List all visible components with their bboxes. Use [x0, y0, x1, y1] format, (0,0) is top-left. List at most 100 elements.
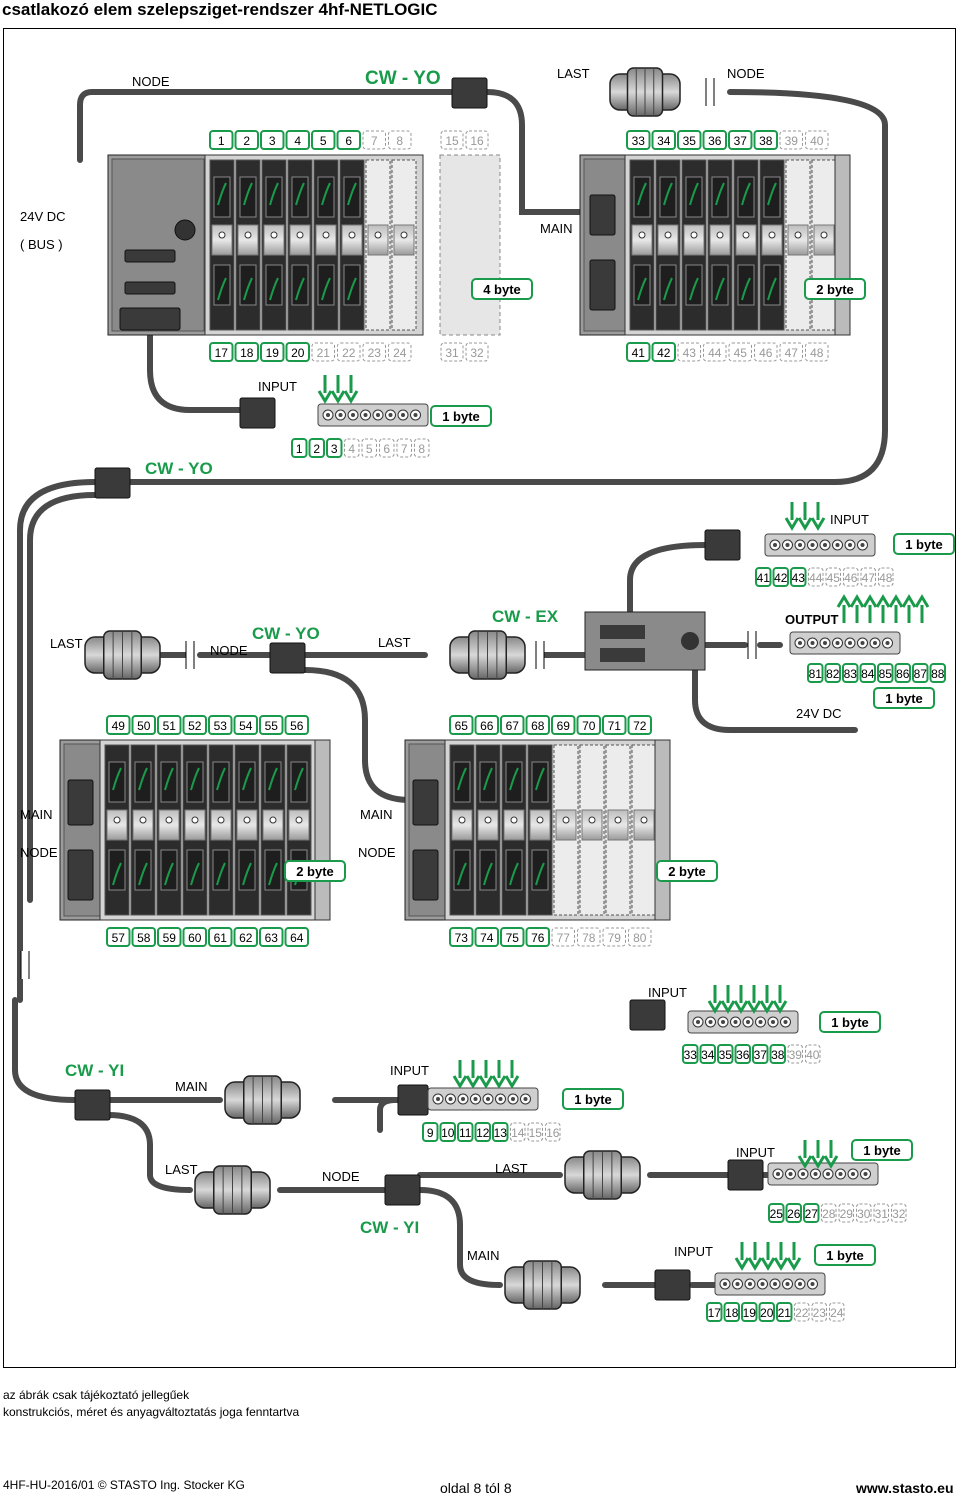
end-plate-3 [314, 739, 331, 921]
cable-18 [377, 1097, 403, 1133]
connector-last-4 [564, 1150, 641, 1200]
cable-1 [147, 317, 248, 413]
byte-tag-5-text: 1 byte [905, 537, 943, 552]
num-4: 4 [294, 134, 301, 148]
num-4: 4 [348, 442, 355, 456]
num-18: 18 [240, 346, 254, 360]
num-22: 22 [342, 346, 356, 360]
label-input-5: INPUT [736, 1145, 775, 1160]
label-input-3: INPUT [648, 985, 687, 1000]
num-44: 44 [708, 346, 722, 360]
tee-input-5 [654, 1269, 691, 1301]
num-43: 43 [683, 346, 697, 360]
num-26: 26 [787, 1207, 801, 1221]
label-main-2: MAIN [20, 807, 53, 822]
label-cw-yo-3: CW - YO [252, 624, 320, 643]
port-bus-in [124, 249, 176, 263]
byte-tag-9-text: 1 byte [831, 1015, 869, 1030]
connector-main-1 [224, 1075, 301, 1125]
num-44: 44 [809, 571, 823, 585]
num-70: 70 [582, 719, 596, 733]
byte-tag-2: 2 byte [804, 278, 866, 300]
connector-last-2 [449, 630, 526, 680]
num-8: 8 [396, 134, 403, 148]
num-76: 76 [531, 931, 545, 945]
byte-tag-11: 1 byte [851, 1139, 913, 1161]
num-88: 88 [931, 667, 945, 681]
num-49: 49 [112, 719, 126, 733]
label-input-1: INPUT [258, 379, 297, 394]
num-69: 69 [557, 719, 571, 733]
arrows-input-2 [784, 502, 826, 531]
cable-2 [77, 89, 475, 163]
num-28: 28 [822, 1207, 836, 1221]
cable-23 [417, 1187, 503, 1288]
num-57: 57 [112, 931, 126, 945]
num-68: 68 [531, 719, 545, 733]
label-last-1: LAST [557, 66, 590, 81]
connector-last-3 [194, 1165, 271, 1215]
label-node-1: NODE [132, 74, 170, 89]
base-block-1 [107, 154, 209, 336]
byte-tag-8: 2 byte [656, 860, 718, 882]
label-node-6: NODE [322, 1169, 360, 1184]
num-79: 79 [608, 931, 622, 945]
num-40: 40 [806, 1048, 820, 1062]
num-36: 36 [736, 1048, 750, 1062]
num-15: 15 [529, 1126, 543, 1140]
page-title: csatlakozó elem szelepsziget-rendszer 4h… [2, 0, 438, 19]
num-15: 15 [445, 134, 459, 148]
io-module-3 [687, 1010, 799, 1034]
label-last-4: LAST [165, 1162, 198, 1177]
num-14: 14 [511, 1126, 525, 1140]
num-35: 35 [719, 1048, 733, 1062]
port-node-1 [119, 307, 181, 331]
tee-cw-yi-2 [384, 1174, 421, 1206]
num-13: 13 [494, 1126, 508, 1140]
num-52: 52 [188, 719, 202, 733]
num-1: 1 [218, 134, 225, 148]
num-20: 20 [291, 346, 305, 360]
num-36: 36 [708, 134, 722, 148]
label-node-2: NODE [727, 66, 765, 81]
break-2 [185, 641, 195, 669]
label-last-2: LAST [50, 636, 83, 651]
tee-cw-yi-1 [74, 1089, 111, 1121]
footer-website[interactable]: www.stasto.eu [856, 1480, 954, 1496]
label-input-2: INPUT [830, 512, 869, 527]
num-48: 48 [810, 346, 824, 360]
num-64: 64 [290, 931, 304, 945]
byte-tag-6-text: 1 byte [885, 691, 923, 706]
byte-tag-12: 1 byte [814, 1244, 876, 1266]
num-53: 53 [214, 719, 228, 733]
arrows-input-1 [317, 375, 359, 404]
break-3 [535, 641, 545, 669]
num-72: 72 [633, 719, 647, 733]
num-2: 2 [313, 442, 320, 456]
num-19: 19 [266, 346, 280, 360]
num-54: 54 [239, 719, 253, 733]
num-47: 47 [785, 346, 799, 360]
tee-input-6 [727, 1159, 764, 1191]
byte-tag-7-text: 2 byte [296, 864, 334, 879]
arrows-input-6 [734, 1242, 802, 1271]
num-38: 38 [759, 134, 773, 148]
byte-tag-10-text: 1 byte [574, 1092, 612, 1107]
byte-tag-2-text: 2 byte [816, 282, 854, 297]
io-module-6 [714, 1272, 826, 1296]
label-cw-ex: CW - EX [492, 607, 559, 626]
tee-top [451, 77, 488, 109]
note-line-1: az ábrák csak tájékoztató jellegűek [3, 1388, 190, 1402]
num-17: 17 [708, 1306, 722, 1320]
num-73: 73 [455, 931, 469, 945]
num-20: 20 [760, 1306, 774, 1320]
num-40: 40 [810, 134, 824, 148]
num-85: 85 [879, 667, 893, 681]
byte-tag-1-text: 1 byte [442, 409, 480, 424]
